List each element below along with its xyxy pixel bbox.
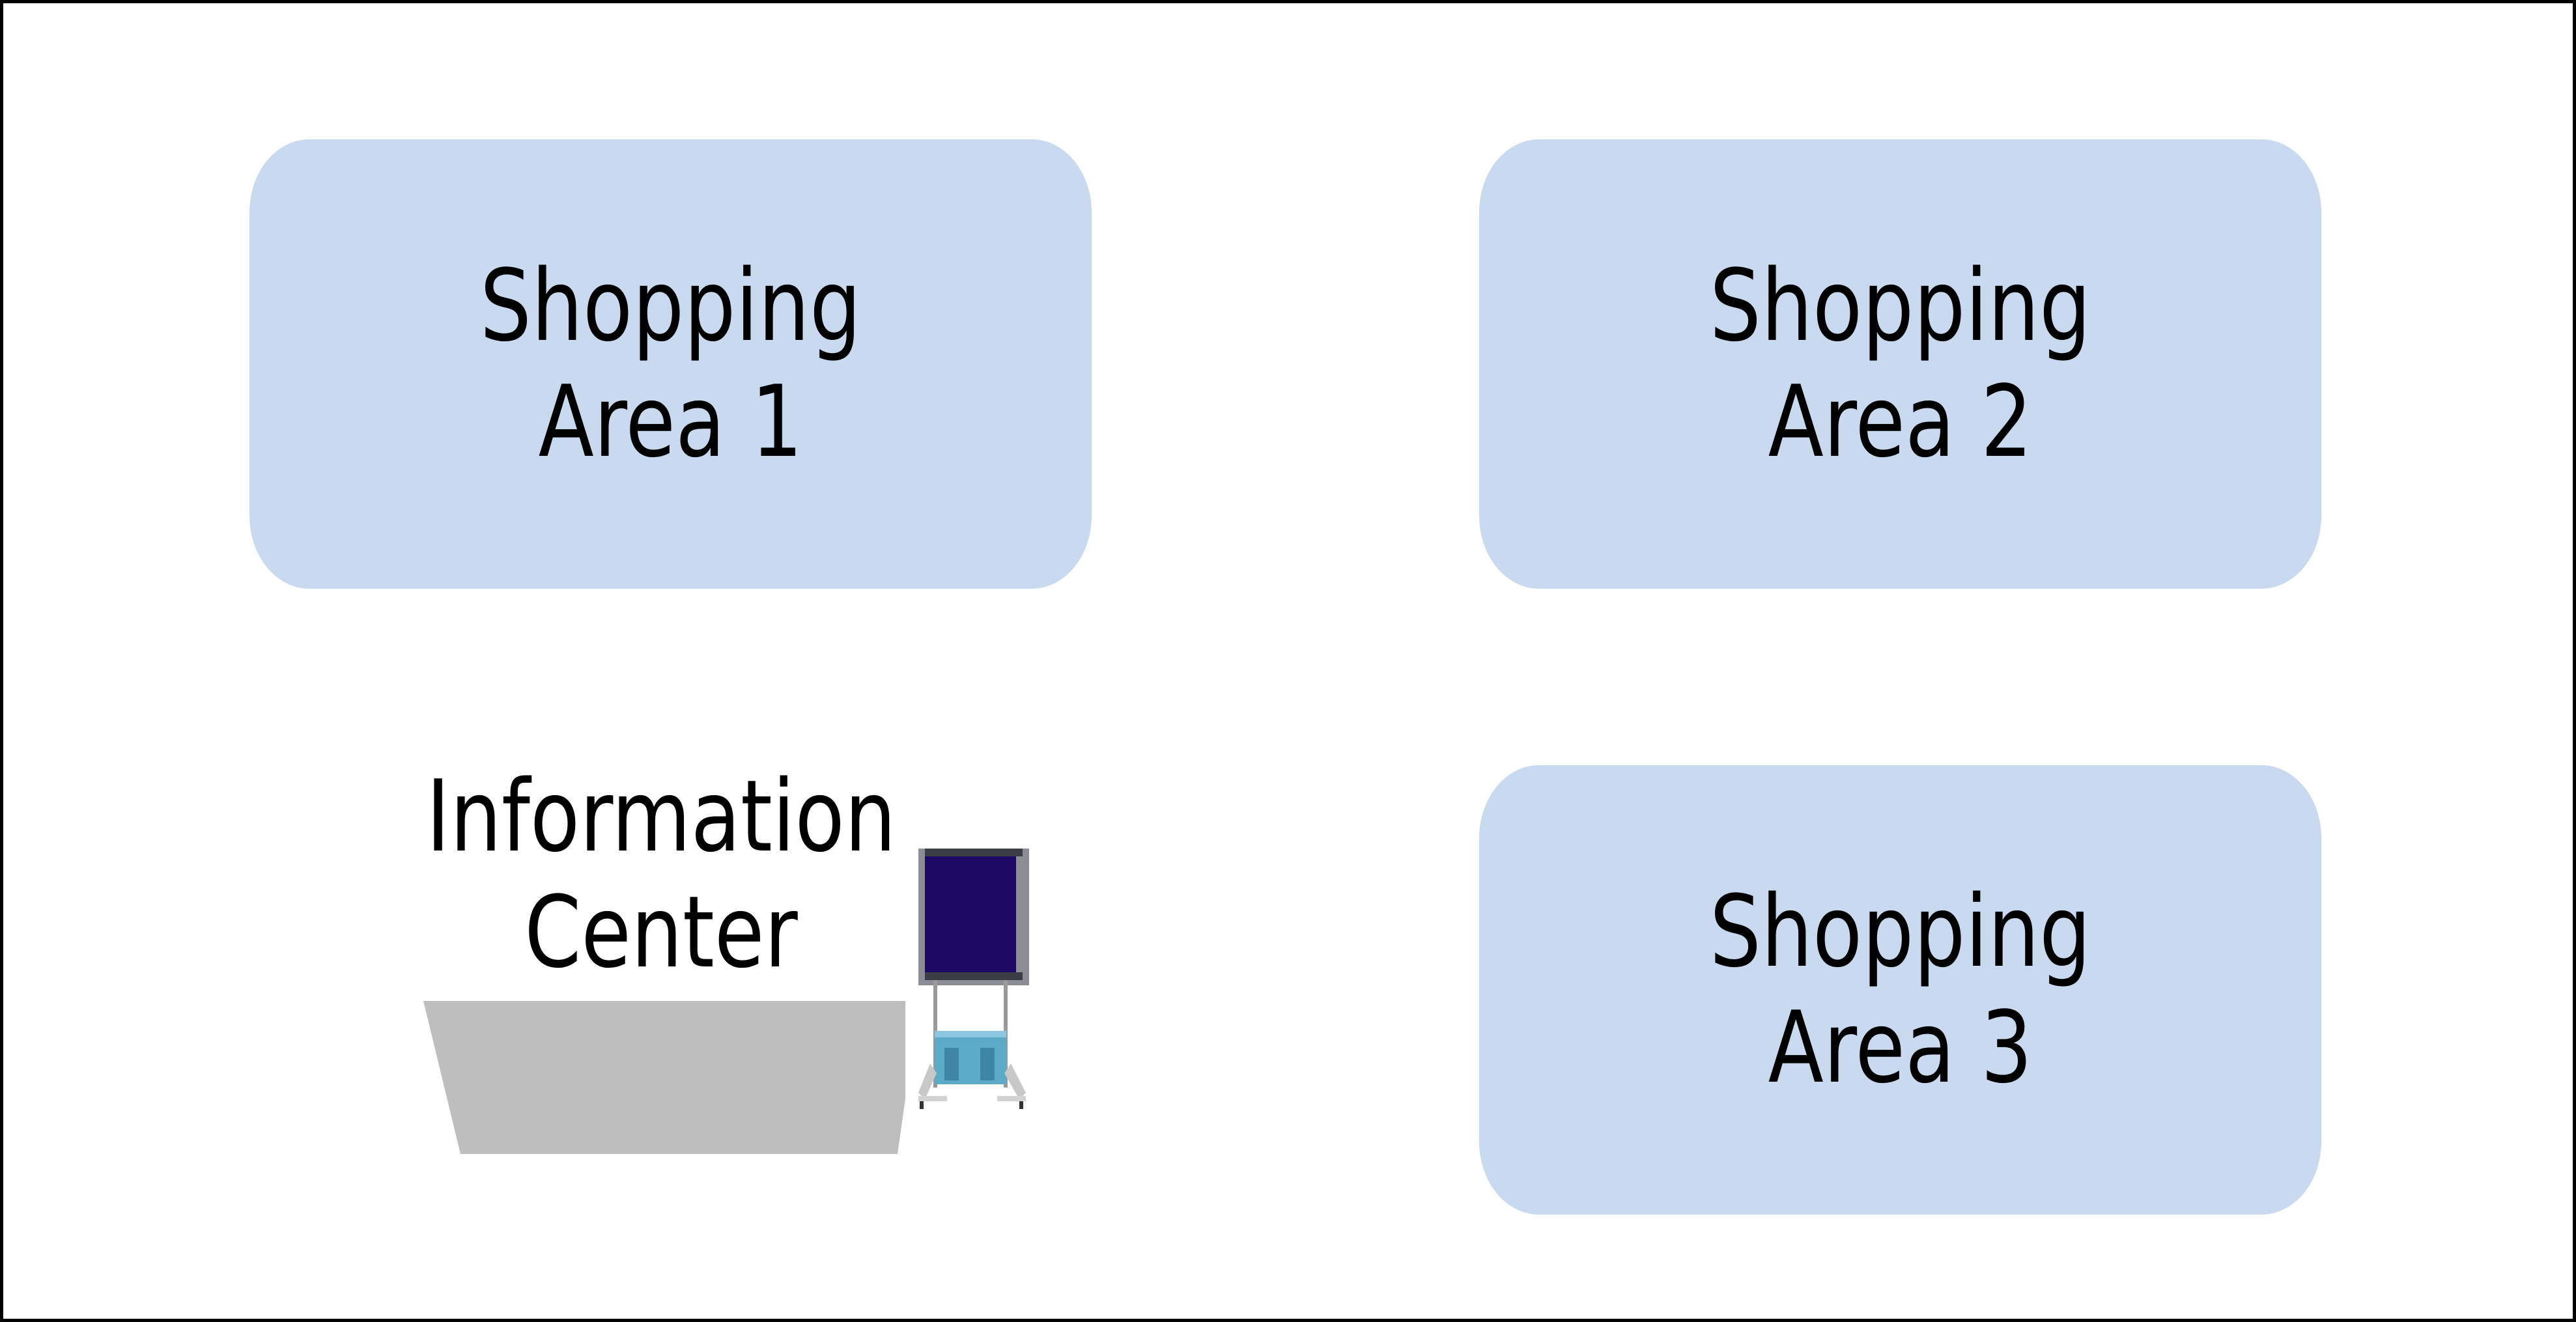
information-counter-icon [423, 1001, 905, 1154]
shopping-area-1-line2: Area 1 [538, 364, 803, 479]
signboard-icon [918, 849, 1029, 1109]
shopping-area-3-line1: Shopping [1709, 874, 2091, 989]
shopping-area-3-line2: Area 3 [1768, 990, 2033, 1105]
shopping-area-1: Shopping Area 1 [249, 139, 1092, 589]
shopping-area-2-line2: Area 2 [1768, 364, 2033, 479]
shopping-area-3: Shopping Area 3 [1479, 765, 2322, 1215]
shopping-area-2: Shopping Area 2 [1479, 139, 2322, 589]
shopping-area-1-line1: Shopping [479, 248, 862, 363]
information-center-line2: Center [524, 875, 798, 990]
information-center-label: Information Center [421, 759, 901, 991]
information-center-line1: Information [426, 759, 896, 874]
shopping-area-2-line1: Shopping [1709, 248, 2091, 363]
